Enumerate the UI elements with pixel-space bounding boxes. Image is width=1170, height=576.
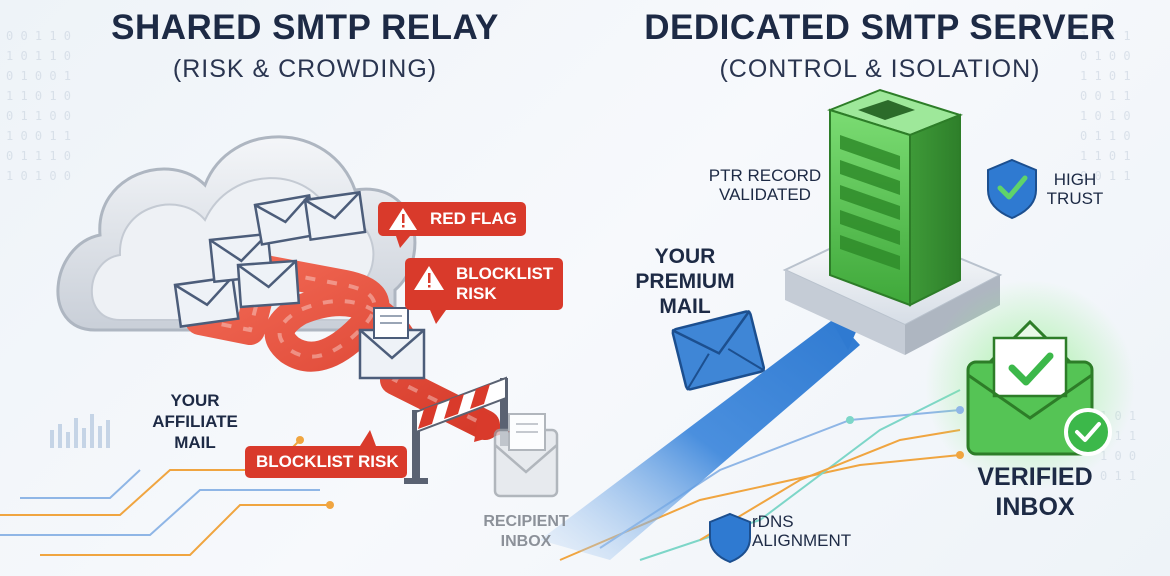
- recipient-inbox-icon: [493, 413, 559, 498]
- blocklist-risk-label-2: BLOCKLIST RISK: [256, 452, 399, 471]
- warning-icon: [389, 208, 417, 230]
- svg-text:0 0 1 1: 0 0 1 1: [1080, 89, 1131, 103]
- ptr-record-label: PTR RECORD VALIDATED: [708, 166, 822, 204]
- server-icon: [827, 88, 963, 307]
- svg-text:1 0 0 1 1: 1 0 0 1 1: [6, 129, 71, 143]
- blocklist-risk-label-1: BLOCKLIST RISK: [456, 264, 554, 303]
- bar-chart-decoration: [50, 414, 110, 448]
- svg-text:1 1 0 1: 1 1 0 1: [1080, 149, 1131, 163]
- envelope-icon: [671, 309, 766, 391]
- shield-check-icon: [987, 158, 1037, 220]
- inbox-check-icon: [925, 280, 1135, 490]
- svg-text:1 0 1 0: 1 0 1 0: [1080, 109, 1131, 123]
- circuit-nodes: [296, 406, 964, 509]
- svg-text:1 0 1 1: 1 0 1 1: [1080, 29, 1131, 43]
- svg-text:0 1 0 0 1: 0 1 0 0 1: [6, 69, 71, 83]
- svg-text:0 1 1: 0 1 1: [1100, 469, 1136, 483]
- red-flag-tag: [378, 202, 526, 248]
- barrier-icon: [404, 376, 508, 484]
- svg-text:0 1 1 0 0: 0 1 1 0 0: [6, 109, 71, 123]
- blocklist-risk-tag-2: [245, 430, 407, 478]
- affiliate-mail-label: YOUR AFFILIATE MAIL: [152, 391, 238, 452]
- right-title: DEDICATED SMTP SERVER: [644, 8, 1116, 47]
- svg-text:0 0 1 1 0: 0 0 1 1 0: [6, 29, 71, 43]
- svg-text:1 1 0 1 0: 1 1 0 1 0: [6, 89, 71, 103]
- red-flag-label: RED FLAG: [430, 209, 517, 228]
- left-title: SHARED SMTP RELAY: [111, 8, 499, 47]
- binary-background: 0 0 1 1 0 1 0 1 1 0 0 1 0 0 1 1 1 0 1 0 0 1…: [6, 29, 1136, 483]
- high-trust-label: HIGH TRUST: [1046, 170, 1104, 208]
- recipient-inbox-label: RECIPIENT INBOX: [483, 513, 569, 550]
- svg-text:1 1 0 1: 1 1 0 1: [1080, 69, 1131, 83]
- verified-inbox-label: VERIFIED INBOX: [977, 463, 1093, 521]
- svg-text:0 0 1 1: 0 0 1 1: [1080, 169, 1131, 183]
- envelope-icon: [173, 190, 426, 380]
- blocklist-risk-tag-1: [405, 258, 563, 324]
- svg-text:0 1 1 1 0: 0 1 1 1 0: [6, 149, 71, 163]
- right-subtitle: (CONTROL & ISOLATION): [719, 55, 1041, 83]
- svg-text:1 0 1 1 0: 1 0 1 1 0: [6, 49, 71, 63]
- warning-icon: [414, 266, 444, 290]
- svg-text:0 1 1 0: 0 1 1 0: [1080, 129, 1131, 143]
- left-subtitle: (RISK & CROWDING): [172, 55, 438, 83]
- svg-text:0 1 0 0: 0 1 0 0: [1080, 49, 1131, 63]
- shield-icon: [709, 512, 751, 564]
- premium-mail-label: YOUR PREMIUM MAIL: [635, 245, 735, 318]
- rdns-alignment-label: rDNS ALIGNMENT: [752, 512, 852, 550]
- svg-text:1 0 1 0 0: 1 0 1 0 0: [6, 169, 71, 183]
